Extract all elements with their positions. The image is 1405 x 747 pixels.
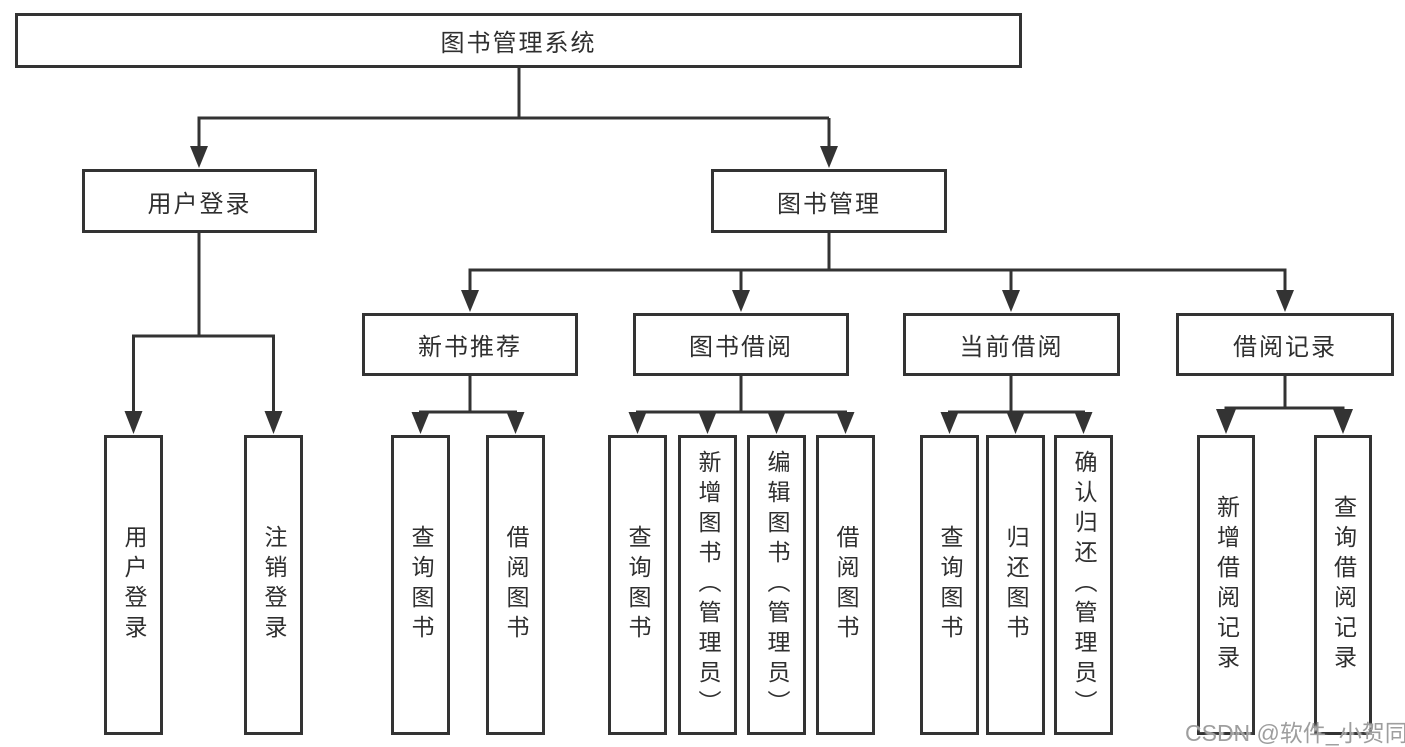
- node-label: 用户登录: [147, 190, 252, 218]
- leaf-borrow-books-recommend: 借阅图书: [486, 435, 545, 735]
- leaf-edit-books-admin: 编辑图书（管理员）: [747, 435, 806, 735]
- csdn-watermark: CSDN @软件_小贺同学: [1185, 720, 1405, 746]
- arrowheads-new-book-recommendation-children: [411, 412, 525, 434]
- connector-user-login-children: [132, 233, 275, 412]
- node-label: 查询图书: [937, 525, 963, 645]
- connector-book-borrowing-children: [636, 376, 847, 414]
- leaf-query-books-borrowing: 查询图书: [608, 435, 667, 735]
- node-label: 归还图书: [1003, 525, 1029, 645]
- node-label: 新书推荐: [418, 334, 522, 361]
- node-label: 借阅记录: [1233, 334, 1337, 361]
- connector-new-book-recommendation-children: [419, 376, 517, 414]
- arrowheads-book-borrowing-children: [628, 412, 855, 434]
- node-label: 查询图书: [408, 525, 434, 645]
- node-label: 查询图书: [625, 525, 651, 645]
- connector-book-management-to-level2: [468, 233, 1287, 291]
- node-label: 借阅图书: [833, 525, 859, 645]
- node-current-borrowing: 当前借阅: [903, 313, 1120, 376]
- arrowheads-user-login-children: [124, 411, 283, 434]
- arrowheads-level2: [461, 290, 1294, 312]
- leaf-query-books-recommend: 查询图书: [391, 435, 450, 735]
- node-label: 图书管理系统: [440, 30, 597, 57]
- leaf-logout: 注销登录: [244, 435, 303, 735]
- arrowheads-level1: [190, 146, 838, 168]
- arrowheads-current-borrowing-children: [940, 412, 1093, 434]
- node-book-borrowing: 图书借阅: [633, 313, 849, 376]
- node-label: 确认归还（管理员）: [1071, 450, 1097, 720]
- node-book-management: 图书管理: [711, 169, 947, 233]
- leaf-user-login: 用户登录: [104, 435, 163, 735]
- leaf-borrow-books: 借阅图书: [816, 435, 875, 735]
- node-label: 新增图书（管理员）: [695, 450, 721, 720]
- node-new-book-recommendation: 新书推荐: [362, 313, 578, 376]
- arrowheads-borrowing-records-children: [1216, 409, 1353, 434]
- node-user-login: 用户登录: [82, 169, 317, 233]
- node-label: 借阅图书: [503, 525, 529, 645]
- leaf-confirm-return-admin: 确认归还（管理员）: [1054, 435, 1113, 735]
- node-label: 用户登录: [121, 525, 147, 645]
- node-book-management-system: 图书管理系统: [15, 13, 1022, 68]
- node-label: 查询借阅记录: [1330, 495, 1357, 675]
- connector-current-borrowing-children: [948, 376, 1085, 414]
- leaf-add-books-admin: 新增图书（管理员）: [678, 435, 737, 735]
- node-label: 编辑图书（管理员）: [764, 450, 790, 720]
- node-label: 图书借阅: [689, 334, 793, 361]
- connector-root-to-level1: [197, 68, 831, 147]
- node-borrowing-records: 借阅记录: [1176, 313, 1394, 376]
- node-label: 新增借阅记录: [1213, 495, 1240, 675]
- node-label: 注销登录: [261, 525, 287, 645]
- leaf-add-borrowing-record: 新增借阅记录: [1197, 435, 1255, 735]
- leaf-query-books-current: 查询图书: [920, 435, 979, 735]
- connector-borrowing-records-children: [1224, 376, 1345, 410]
- leaf-query-borrowing-record: 查询借阅记录: [1314, 435, 1372, 735]
- leaf-return-books: 归还图书: [986, 435, 1045, 735]
- node-label: 图书管理: [777, 190, 881, 218]
- node-label: 当前借阅: [959, 334, 1064, 361]
